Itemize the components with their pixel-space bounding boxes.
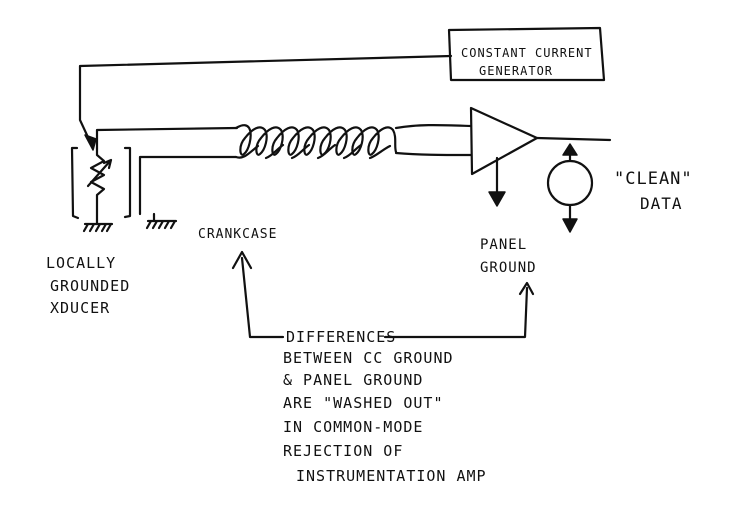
feed-arrow-head-icon xyxy=(84,134,97,151)
signal-wires xyxy=(95,126,239,216)
amp-output-line xyxy=(535,136,612,142)
note-line-5: IN COMMON-MODE xyxy=(283,418,423,436)
resistor-zigzag xyxy=(89,146,106,226)
generator-label-line1: CONSTANT CURRENT xyxy=(461,46,593,60)
bracket-to-crankcase xyxy=(240,256,285,339)
down-arrow-icon xyxy=(562,218,578,233)
ground-difference-bracket xyxy=(231,250,535,339)
generator-box xyxy=(447,26,606,82)
explanation-note: DIFFERENCES BETWEEN CC GROUND & PANEL GR… xyxy=(283,328,487,485)
xducer-bracket-left xyxy=(70,146,80,220)
bracket-to-panel-ground xyxy=(383,286,529,339)
cable-to-amp-lower xyxy=(394,151,473,157)
instrumentation-amp xyxy=(469,106,612,207)
output-oval xyxy=(546,159,594,207)
xducer-bracket-right xyxy=(123,146,132,219)
xducer-label-line1: LOCALLY xyxy=(46,254,116,272)
note-line-6: REJECTION OF xyxy=(283,442,403,460)
up-arrow-icon xyxy=(562,143,578,156)
crankcase-ground-icon xyxy=(145,212,178,230)
generator-label-line2: GENERATOR xyxy=(479,64,553,78)
panel-ground-pointer-icon xyxy=(518,281,535,296)
crankcase-arrow-icon xyxy=(231,250,253,270)
twisted-pair-cable xyxy=(234,124,473,160)
xducer-label-line3: XDUCER xyxy=(50,299,110,317)
data-label: DATA xyxy=(640,194,683,213)
crankcase-label: CRANKCASE xyxy=(198,227,277,242)
cable-to-amp-upper xyxy=(394,124,473,130)
amp-triangle xyxy=(469,106,539,176)
ground-label: GROUND xyxy=(480,260,537,276)
clean-label: "CLEAN" xyxy=(614,169,693,189)
resistor-wiper-icon xyxy=(86,158,113,188)
xducer-ground-icon xyxy=(82,222,114,233)
note-line-2: BETWEEN CC GROUND xyxy=(283,349,454,367)
twisted-pair-strand-a xyxy=(234,124,398,156)
current-feed-wire xyxy=(78,54,453,151)
xducer-label: LOCALLY GROUNDED XDUCER xyxy=(46,254,130,317)
note-line-1: DIFFERENCES xyxy=(286,328,396,346)
clean-data-label: "CLEAN" DATA xyxy=(614,169,693,213)
constant-current-generator: CONSTANT CURRENT GENERATOR xyxy=(447,26,606,82)
transducer xyxy=(70,146,132,233)
note-line-4: ARE "WASHED OUT" xyxy=(283,394,444,412)
twisted-pair-strand-b xyxy=(234,143,392,160)
xducer-label-line2: GROUNDED xyxy=(50,277,130,295)
note-line-3: & PANEL GROUND xyxy=(283,371,423,389)
note-line-7: INSTRUMENTATION AMP xyxy=(296,467,487,485)
panel-label: PANEL xyxy=(480,237,527,253)
panel-ground-arrow-icon xyxy=(488,191,506,207)
output-indicator xyxy=(546,143,594,233)
panel-ground-label: PANEL GROUND xyxy=(480,237,537,276)
